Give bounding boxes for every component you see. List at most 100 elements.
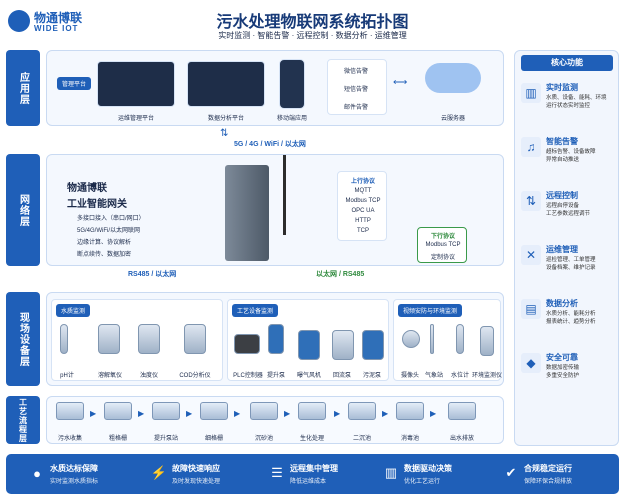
process-step-label: 二沉池 (352, 436, 371, 442)
downlink-protocol-box: 下行协议 Modbus TCP 定制协议 (417, 227, 467, 263)
updown-arrow-icon: ⇅ (521, 191, 541, 211)
gateway-feature: 断点续传、数据加密 (77, 252, 132, 258)
ph-meter-label: pH计 (60, 373, 74, 379)
mobile-app-screen[interactable] (279, 59, 305, 109)
do-meter-label: 溶解氧仪 (97, 373, 122, 379)
benefit-title: 远程集中管理 (290, 464, 338, 473)
uplink-protocol: Modbus TCP (345, 198, 381, 204)
process-step-label: 沉砂池 (254, 436, 273, 442)
wechat-alert: 微信告警 (344, 69, 369, 75)
cod-analyzer-device[interactable] (184, 324, 206, 354)
analysis-platform-label: 数据分析平台 (207, 116, 244, 122)
water-level-device[interactable] (456, 324, 464, 354)
ops-platform-screen[interactable] (97, 61, 175, 107)
network-panel: 物通博联 工业智能网关 多接口接入（串口/网口） 5G/4G/WiFi/以太网联… (46, 154, 504, 266)
layer-network: 网络层 (6, 154, 40, 266)
core-item-security[interactable]: ◆ 安全可靠 数据加密传输多重安全防护 (521, 349, 615, 399)
uplink-title: 上行协议 (350, 179, 375, 185)
core-item-analysis[interactable]: ▤ 数据分析 水质分析、能耗分析报表统计、趋势分析 (521, 295, 615, 345)
process-step-label: 消毒池 (400, 436, 419, 442)
subtitle-item: 智能告警 (257, 31, 290, 40)
aeration-blower-device[interactable] (298, 330, 320, 360)
weather-station-device[interactable] (430, 324, 434, 354)
logo: 物通博联 WIDE IOT (8, 8, 118, 36)
uplink-protocol: OPC UA (351, 208, 375, 214)
gateway-feature: 5G/4G/WiFi/以太网联网 (77, 228, 141, 234)
network-link-label: 5G / 4G / WiFi / 以太网 (234, 141, 306, 148)
turbidity-meter-device[interactable] (138, 324, 160, 354)
core-item-alarm[interactable]: ♫ 智能告警 超标告警、设备故障异常自动推送 (521, 133, 615, 183)
cloud-label: 云服务器 (440, 116, 465, 122)
process-step-label: 细格栅 (204, 436, 223, 442)
env-monitor-device[interactable] (480, 326, 494, 356)
return-pump-label: 回流泵 (332, 373, 351, 379)
process-step-label: 生化处理 (299, 436, 324, 442)
process-step (152, 402, 180, 420)
downlink-protocol: Modbus TCP (425, 242, 461, 248)
core-item-title: 远程控制 (546, 191, 578, 200)
core-item-title: 安全可靠 (546, 353, 578, 362)
do-meter-device[interactable] (98, 324, 120, 354)
process-step (448, 402, 476, 420)
benefit-desc: 优化工艺运行 (404, 479, 441, 485)
turbidity-meter-label: 浊度仪 (139, 373, 158, 379)
sms-alert: 短信告警 (344, 87, 369, 93)
env-monitor-box: 视频安防与环境监测 摄像头 气象站 水位计 环境监测仪 (393, 299, 502, 381)
camera-label: 摄像头 (400, 373, 419, 379)
logo-name: 物通博联 (34, 11, 83, 25)
uplink-protocol: TCP (357, 228, 369, 234)
core-item-desc: 数据加密传输多重安全防护 (546, 365, 580, 379)
platform-tag: 管理平台 (57, 77, 92, 90)
water-level-label: 水位计 (450, 373, 469, 379)
double-arrow-icon: ⟷ (393, 77, 408, 88)
left-link-label: RS485 / 以太网 (128, 271, 177, 278)
uplink-protocol-box: 上行协议 MQTT Modbus TCP OPC UA HTTP TCP (337, 171, 387, 241)
benefit-title: 数据驱动决策 (404, 464, 452, 473)
env-monitor-tag: 视频安防与环境监测 (398, 304, 463, 317)
ph-meter-device[interactable] (60, 324, 68, 354)
weather-station-label: 气象站 (424, 373, 443, 379)
check-icon: ✔ (505, 465, 517, 480)
process-equipment-tag: 工艺设备监测 (232, 304, 279, 317)
benefit-desc: 保障环保合规排放 (524, 479, 573, 485)
core-item-monitor[interactable]: ▥ 实时监测 水质、设备、能耗、环境运行状态实时监控 (521, 79, 615, 129)
layer-process: 工艺流程层 (6, 396, 40, 444)
benefit-item: ⚡ 故障快速响应 及时发现快速处理 (150, 459, 260, 489)
process-step (250, 402, 278, 420)
benefit-title: 水质达标保障 (50, 464, 98, 473)
data-icon: ▤ (521, 299, 541, 319)
benefit-desc: 及时发现快速处理 (172, 479, 221, 485)
bell-icon: ♫ (521, 137, 541, 157)
slider-icon: ☰ (271, 465, 283, 480)
lift-pump-device[interactable] (268, 324, 284, 354)
flow-arrow-icon: ▶ (186, 409, 193, 418)
benefit-desc: 降低运维成本 (290, 479, 327, 485)
drop-icon: ● (33, 465, 41, 481)
shield-icon: ◆ (521, 353, 541, 373)
uplink-protocol: HTTP (355, 218, 371, 224)
aeration-blower-label: 曝气风机 (296, 373, 321, 379)
water-quality-box: 水质监测 pH计 溶解氧仪 浊度仪 COD分析仪 (51, 299, 223, 381)
sludge-pump-device[interactable] (362, 330, 384, 360)
flow-arrow-icon: ▶ (430, 409, 437, 418)
core-item-title: 运维管理 (546, 245, 578, 254)
plc-device[interactable] (234, 334, 260, 354)
analysis-platform-screen[interactable] (187, 61, 265, 107)
wrench-icon: ✕ (521, 245, 541, 265)
subtitle-item: 实时监测 (218, 31, 251, 40)
return-pump-device[interactable] (332, 330, 354, 360)
process-step (104, 402, 132, 420)
camera-device[interactable] (402, 330, 420, 348)
benefit-item: ● 水质达标保障 实时监测水质指标 (28, 459, 138, 489)
bar-chart-icon: ▥ (521, 83, 541, 103)
antenna-icon (283, 155, 286, 235)
gateway-device[interactable] (225, 165, 269, 261)
process-step (56, 402, 84, 420)
updown-arrow-icon: ⇅ (220, 128, 229, 139)
core-item-remote[interactable]: ⇅ 远程控制 远程启停设备工艺参数远程调节 (521, 187, 615, 237)
core-item-desc: 远程启停设备工艺参数远程调节 (546, 203, 591, 217)
benefit-desc: 实时监测水质指标 (50, 479, 99, 485)
process-step (396, 402, 424, 420)
core-item-ops[interactable]: ✕ 运维管理 巡检管理、工单管理设备档案、维护记录 (521, 241, 615, 291)
gateway-name: 工业智能网关 (67, 199, 127, 210)
